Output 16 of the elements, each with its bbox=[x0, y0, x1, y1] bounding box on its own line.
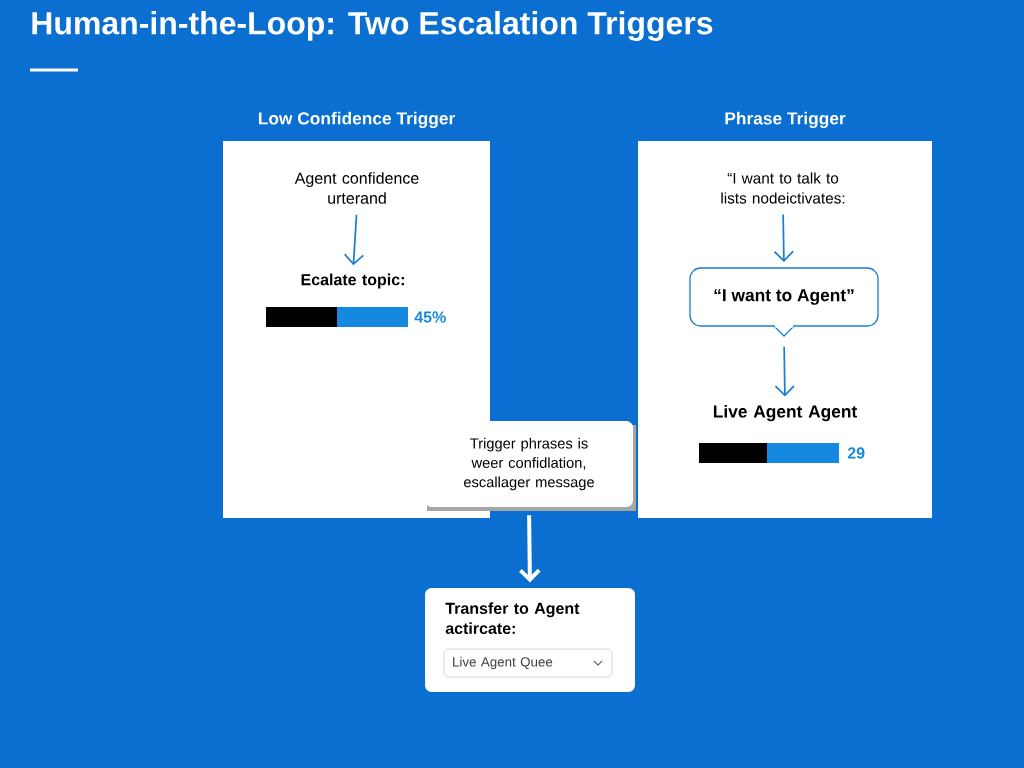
step-text: Ecalate topic: bbox=[301, 273, 404, 289]
arrow bbox=[773, 213, 794, 262]
dropdown-field: Live Agent Quee bbox=[443, 648, 613, 678]
step-text: Live Agent Agent bbox=[713, 404, 857, 422]
note-card: Trigger phrases is weer confidlation, escallager message bbox=[425, 421, 636, 511]
step-text: Agent confidence urterand bbox=[294, 172, 419, 204]
title: Human-in-the-Loop: Two Escalation Triggers bbox=[32, 11, 713, 41]
node-label: Low Confidence Trigger bbox=[258, 111, 455, 129]
node-label: Phrase Trigger bbox=[725, 111, 846, 129]
percentage-label: 29 bbox=[847, 447, 865, 459]
step-text: “I want to talk to lists nodeictivates: bbox=[721, 172, 845, 204]
percentage-label: 45% bbox=[414, 311, 446, 323]
arrow bbox=[774, 345, 795, 397]
arrow bbox=[519, 515, 541, 583]
arrow bbox=[343, 213, 365, 266]
speech-bubble: “I want to Agent” bbox=[689, 267, 879, 337]
